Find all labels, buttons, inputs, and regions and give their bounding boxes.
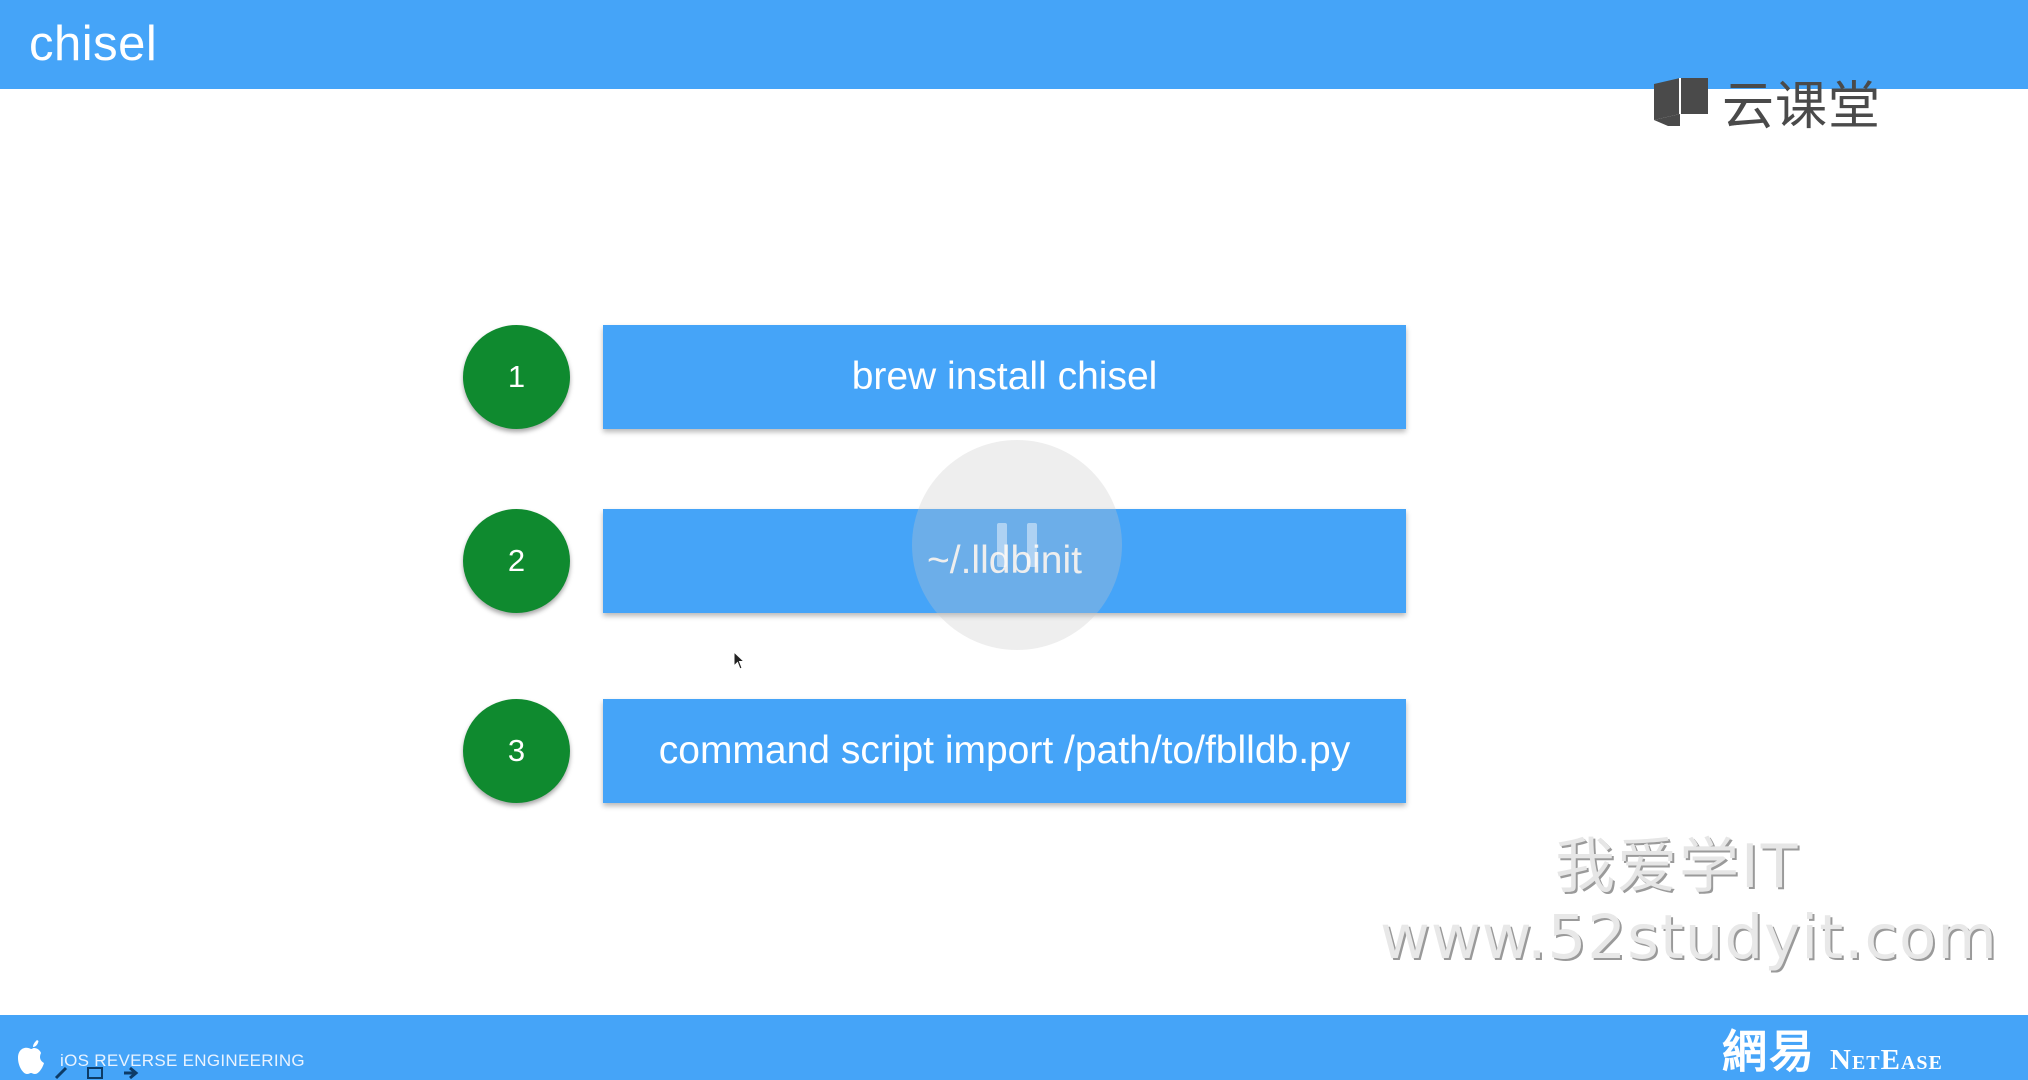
step-number-badge: 2 — [463, 509, 570, 613]
footer-bar — [0, 1015, 2028, 1080]
apple-icon — [18, 1040, 44, 1074]
watermark-title: 我爱学IT — [1555, 832, 1800, 902]
brand-logo: 云课堂 — [1650, 70, 1881, 137]
mouse-cursor-icon — [733, 651, 746, 670]
step-row-2: 2 ~/.lldbinit — [0, 509, 2028, 613]
brand-name: 云课堂 — [1722, 76, 1882, 137]
step-row-1: 1 brew install chisel — [0, 325, 2028, 429]
netease-logo-cn: 網易 — [1722, 1025, 1817, 1078]
step-command-box: ~/.lldbinit — [603, 509, 1406, 613]
step-command-box: command script import /path/to/fblldb.py — [603, 699, 1406, 803]
netease-logo-en: NetEase — [1830, 1044, 1943, 1076]
watermark-url: www.52studyit.com — [1380, 902, 1998, 973]
step-number-badge: 3 — [463, 699, 570, 803]
book-icon — [1654, 78, 1708, 126]
slide-nav-controls[interactable] — [52, 1064, 162, 1080]
netease-logo: 網易 NetEase — [1722, 1025, 1943, 1080]
title-bar: chisel — [0, 0, 2028, 89]
step-row-3: 3 command script import /path/to/fblldb.… — [0, 699, 2028, 803]
footer-label: iOS REVERSE ENGINEERING — [60, 1051, 305, 1070]
pause-icon-bar — [1027, 523, 1037, 567]
video-pause-button[interactable] — [912, 440, 1122, 650]
slide-title: chisel — [29, 17, 158, 71]
step-command-box: brew install chisel — [603, 325, 1406, 429]
pause-icon — [997, 523, 1007, 567]
step-number-badge: 1 — [463, 325, 570, 429]
